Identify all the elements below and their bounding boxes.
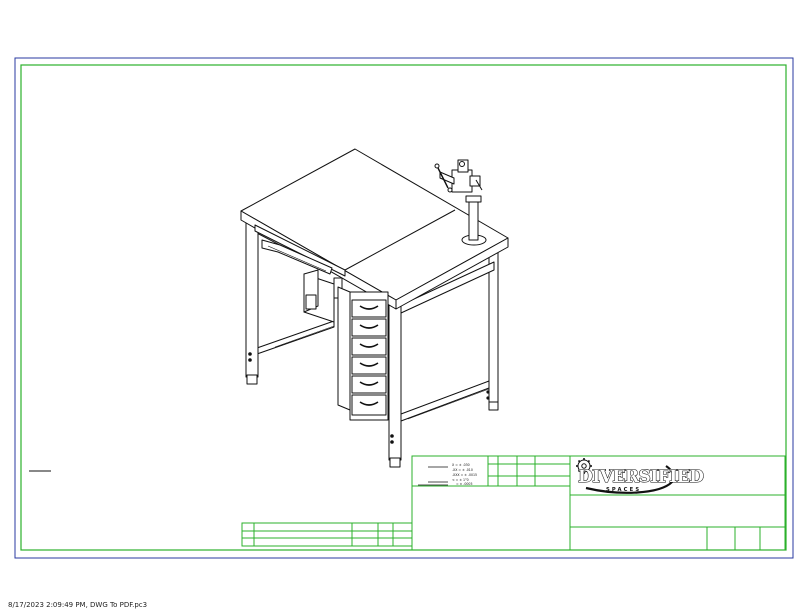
rail-line-2 bbox=[407, 388, 490, 420]
tilt-bracket bbox=[261, 239, 333, 275]
left-lower-rail bbox=[256, 320, 335, 355]
drawer-cabinet-side bbox=[337, 286, 351, 411]
tolerance-line-1: X = ± .030 bbox=[452, 463, 470, 467]
vise-head bbox=[434, 159, 483, 193]
back-right-leg bbox=[488, 249, 499, 406]
tilt-panel-lip bbox=[254, 224, 346, 277]
tolerance-leaders bbox=[418, 466, 448, 486]
inner-border bbox=[20, 64, 787, 551]
front-right-foot bbox=[389, 457, 401, 468]
logo-name: DIVERSIFIED bbox=[578, 467, 704, 487]
logo-swoosh bbox=[585, 465, 675, 494]
leg-hole bbox=[486, 396, 490, 400]
leg-hole bbox=[248, 358, 252, 362]
leg-hole bbox=[248, 352, 252, 356]
leg-hole bbox=[390, 440, 394, 444]
leg-hole bbox=[486, 390, 490, 394]
workbench-drawing bbox=[240, 148, 509, 468]
title-block bbox=[241, 455, 786, 551]
tolerance-line-3: .XXX = ± .0015 bbox=[452, 473, 477, 477]
front-left-foot bbox=[246, 374, 258, 385]
tilt-bracket-detail bbox=[267, 245, 327, 272]
under-bracket-plate bbox=[305, 294, 317, 310]
tilt-panel-split bbox=[344, 209, 456, 271]
tolerance-line-2: .XX = ± .010 bbox=[452, 468, 473, 472]
gear-icon bbox=[576, 458, 592, 474]
front-left-leg bbox=[245, 219, 259, 378]
tolerance-line-4: < = ± 1°0 bbox=[452, 478, 469, 482]
post-collar bbox=[465, 195, 482, 203]
drawers bbox=[351, 299, 387, 416]
back-right-foot bbox=[488, 401, 499, 411]
company-logo: DIVERSIFIED SPACES bbox=[576, 458, 705, 494]
tolerance-line-5: = ± .0005 bbox=[456, 482, 473, 486]
front-lower-rail bbox=[400, 380, 490, 422]
tolerance-text: X = ± .030 .XX = ± .010 .XXX = ± .0015 <… bbox=[452, 463, 477, 486]
rail-line bbox=[274, 325, 335, 348]
logo-sub: SPACES bbox=[606, 487, 641, 493]
post-column bbox=[468, 199, 479, 241]
plot-timestamp: 8/17/2023 2:09:49 PM, DWG To PDF.pc3 bbox=[8, 601, 148, 609]
drawer-handles bbox=[359, 305, 379, 406]
outer-border bbox=[14, 57, 794, 559]
leg-hole bbox=[390, 434, 394, 438]
